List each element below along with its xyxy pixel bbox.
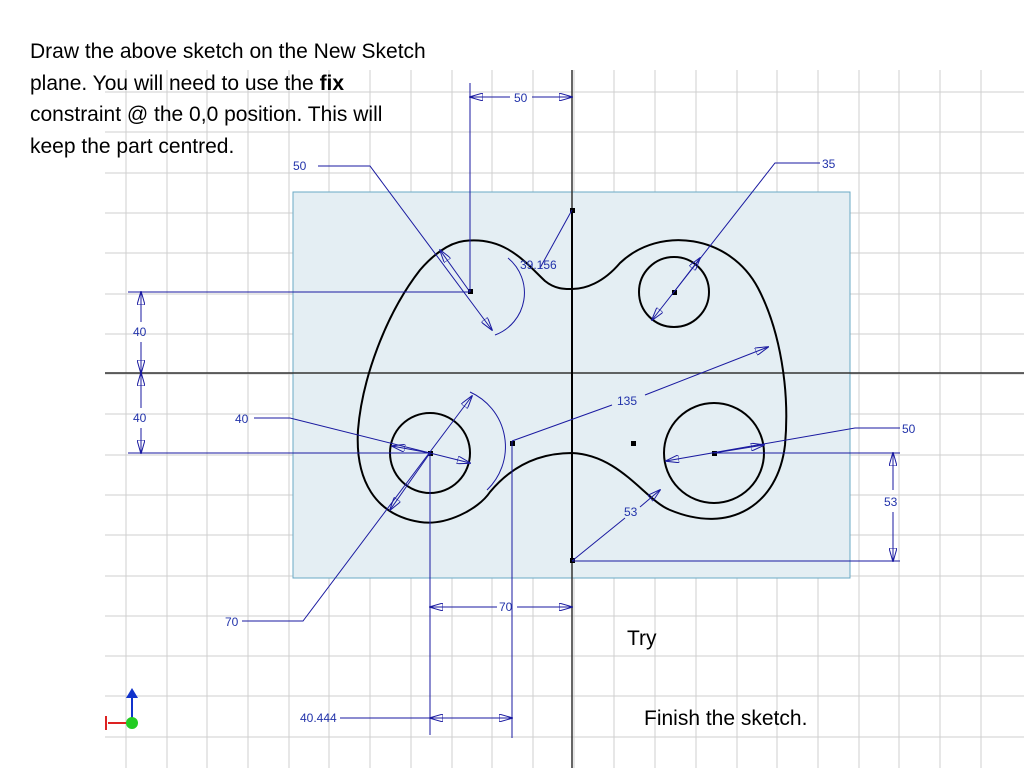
dim-left-radius[interactable]: 40 [235,412,249,426]
origin-triad-icon [105,688,138,730]
sketch-profile [356,210,788,560]
dim-upper-hole-radius[interactable]: 35 [822,157,836,171]
dim-bottom-width[interactable]: 70 [499,600,513,614]
dim-top-left-radius[interactable]: 50 [293,159,307,173]
dim-upper-height[interactable]: 40 [133,325,147,339]
instruction-text: Draw the above sketch on the New Sketch … [30,36,430,162]
dim-bottom-offset[interactable]: 40.444 [300,711,337,725]
finish-label: Finish the sketch. [644,707,808,730]
instruction-part-2: constraint @ the 0,0 position. This will… [30,103,383,158]
dim-outer-arc-radius[interactable]: 135 [617,394,637,408]
instruction-part-1: Draw the above sketch on the New Sketch … [30,40,426,95]
dim-bottom-radius[interactable]: 53 [624,505,638,519]
dim-lower-height[interactable]: 40 [133,411,147,425]
try-label: Try [627,627,657,650]
upper-right-hole [638,256,710,328]
dimensions [128,83,900,738]
instruction-bold-fix: fix [319,71,345,95]
dim-lower-left-radius[interactable]: 70 [225,615,239,629]
dim-neck-radius[interactable]: 39.156 [520,258,557,272]
dim-top-width[interactable]: 50 [514,91,528,105]
dim-right-hole-diameter[interactable]: 50 [902,422,916,436]
dim-right-height[interactable]: 53 [884,495,898,509]
